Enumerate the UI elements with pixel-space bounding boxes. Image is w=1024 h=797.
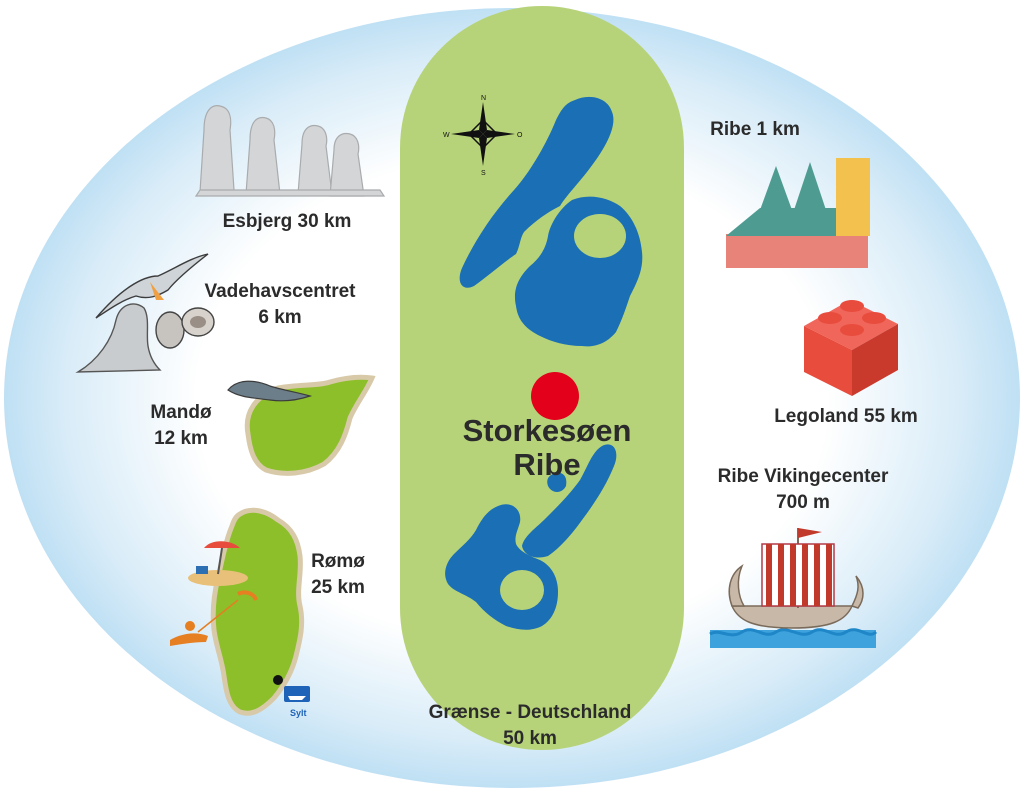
center-title: Storkesøen Ribe (462, 414, 632, 482)
ferry-port-dot (273, 675, 283, 685)
beach-chair-icon (196, 566, 208, 574)
romo-island-icon: Sylt (170, 507, 310, 718)
compass-s: S (481, 170, 486, 177)
center-title-line2: Ribe (513, 447, 581, 482)
beach-umbrella-icon (204, 541, 240, 548)
label-viking-name: Ribe Vikingecenter (717, 466, 889, 487)
label-mando: Mandø 12 km (136, 400, 226, 452)
mando-island-icon (227, 374, 376, 476)
seal-on-island (227, 380, 313, 402)
esbjerg-statues-icon (194, 105, 386, 197)
label-romo-name: Rømø (311, 551, 365, 572)
ferry-label: Sylt (290, 708, 307, 718)
label-ribe: Ribe 1 km (710, 119, 800, 140)
lake-south-channel (522, 444, 617, 558)
location-marker (531, 372, 579, 420)
viking-ship-icon (709, 528, 878, 648)
label-esbjerg: Esbjerg 30 km (222, 211, 352, 232)
label-legoland: Legoland 55 km (774, 406, 918, 427)
compass-n: N (481, 95, 486, 102)
oyster-1 (155, 311, 185, 349)
label-viking: Ribe Vikingecenter 700 m (708, 464, 898, 516)
compass-w: W (443, 132, 450, 139)
compass-e: O (517, 132, 523, 139)
label-viking-dist: 700 m (776, 492, 830, 513)
lake-south-island (500, 570, 544, 610)
label-mando-dist: 12 km (154, 428, 208, 449)
kitesurfer-icon (170, 633, 208, 646)
seal (75, 303, 162, 373)
label-border: Grænse - Deutschland 50 km (420, 700, 640, 752)
label-vadehav-name: Vadehavscentret (204, 281, 356, 302)
lake-small-pond (547, 472, 567, 492)
label-vadehav: Vadehavscentret 6 km (190, 279, 370, 331)
lake-north-island (574, 214, 626, 258)
compass-rose-icon: N S W O (443, 95, 523, 177)
label-mando-name: Mandø (150, 402, 212, 423)
center-title-line1: Storkesøen (462, 413, 632, 448)
label-romo-dist: 25 km (311, 577, 365, 598)
label-romo: Rømø 25 km (298, 549, 378, 601)
label-border-dist: 50 km (503, 728, 557, 749)
lake-north (459, 96, 614, 288)
label-border-name: Grænse - Deutschland (428, 702, 632, 723)
lego-brick-icon (804, 300, 898, 396)
ribe-cathedral-icon (726, 158, 870, 268)
vadehav-wildlife-icon (75, 253, 215, 373)
label-vadehav-dist: 6 km (258, 307, 302, 328)
